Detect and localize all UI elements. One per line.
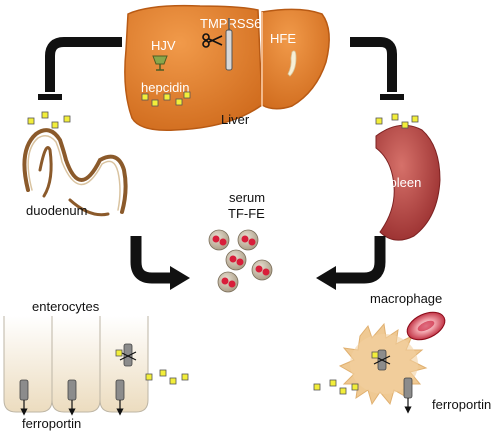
duodenum-organ (22, 128, 128, 217)
ferroportin-icon (403, 377, 413, 414)
enterocytes-label: enterocytes (32, 299, 100, 314)
ferroportin-icon (115, 379, 125, 416)
tf-fe-complex (237, 229, 259, 251)
hepcidin-dots-spleen (375, 113, 419, 129)
red-blood-cell-icon (406, 311, 446, 341)
hepcidin-dots-liver (141, 91, 191, 107)
goblet-icon (152, 55, 168, 71)
hfe-label: HFE (270, 31, 296, 46)
tmprss6-label: TMPRSS6 (200, 16, 261, 31)
hepcidin-dots-macrophage (313, 351, 379, 395)
enterocyte-cells (3, 316, 149, 413)
blocked-ferroportin-icon (119, 343, 137, 367)
inhibition-arrow-to-duodenum (38, 37, 122, 100)
tmprss6-rod-icon (225, 18, 233, 71)
scissors-icon (202, 33, 223, 48)
tf-fe-complex (251, 259, 273, 281)
hjv-label: HJV (151, 38, 176, 53)
ferroportin-icon (19, 379, 29, 416)
receptor-icon (287, 50, 297, 77)
enterocyte-cell (3, 316, 53, 413)
ferroportin-left-label: ferroportin (22, 416, 81, 431)
hepcidin-label: hepcidin (141, 80, 189, 95)
spleen-label: spleen (383, 175, 421, 190)
hepcidin-dots-duodenum (27, 111, 71, 129)
tf-fe-complex (208, 229, 230, 251)
serum-label: serum (229, 190, 265, 205)
ferroportin-right-label: ferroportin (432, 397, 491, 412)
spleen-organ (375, 124, 441, 241)
blocked-ferroportin-icon (373, 349, 391, 371)
arrow-spleen-to-serum (316, 236, 386, 290)
inhibition-arrow-to-spleen (350, 37, 404, 100)
ferroportin-icon (67, 379, 77, 416)
arrow-duodenum-to-serum (130, 236, 190, 290)
tf-fe-complex (225, 249, 247, 271)
tf-fe-complex (217, 271, 239, 293)
enterocyte-cell (51, 316, 101, 413)
duodenum-label: duodenum (26, 203, 87, 218)
liver-label: Liver (221, 112, 250, 127)
hepcidin-dots-enterocytes (115, 349, 189, 385)
tf-fe-label: TF-FE (228, 206, 265, 221)
macrophage-label: macrophage (370, 291, 442, 306)
